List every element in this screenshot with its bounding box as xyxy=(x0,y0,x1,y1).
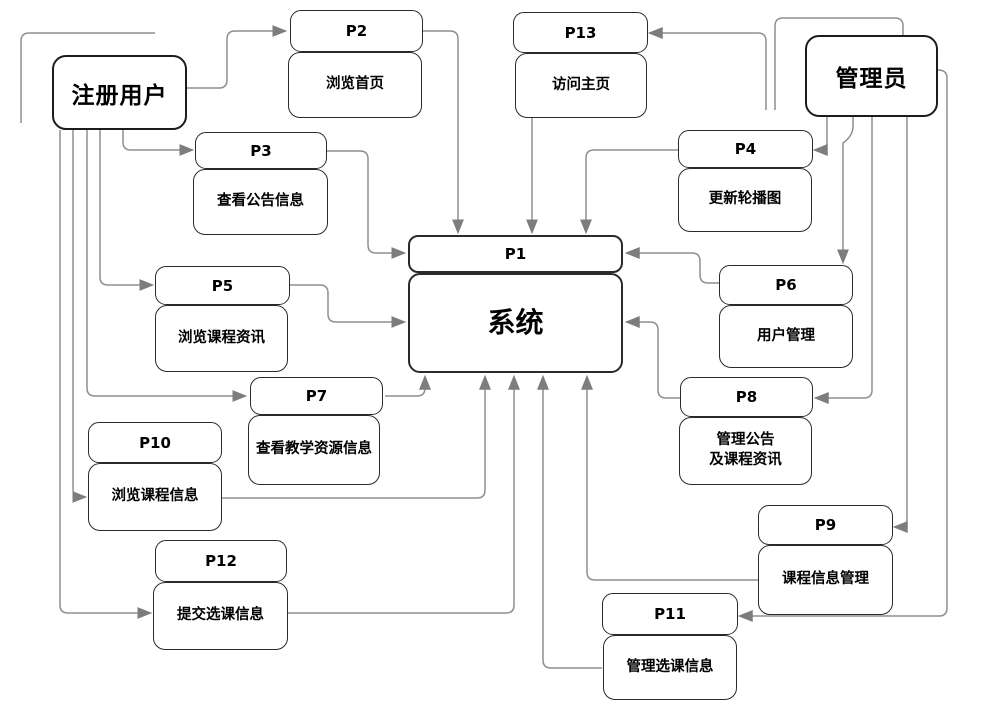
process-p7-id: P7 xyxy=(250,377,383,415)
process-p5-id: P5 xyxy=(155,266,290,305)
edge-user-p7 xyxy=(86,130,248,402)
process-p6-id: P6 xyxy=(719,265,853,305)
process-p4-label: 更新轮播图 xyxy=(678,168,812,232)
edge-p8-p1 xyxy=(624,316,680,399)
edge-user-p3 xyxy=(122,130,195,156)
edge-p7-p1 xyxy=(385,374,431,397)
edge-admin-p8 xyxy=(813,117,873,404)
edge-p12-p1 xyxy=(288,374,520,614)
edge-p10-p1 xyxy=(222,374,491,499)
process-p2-label: 浏览首页 xyxy=(288,52,422,118)
process-p5-label: 浏览课程资讯 xyxy=(155,305,288,372)
edge-p3-p1 xyxy=(327,150,407,259)
process-p3-label: 查看公告信息 xyxy=(193,169,328,235)
process-p11-label: 管理选课信息 xyxy=(603,635,737,700)
process-p1-label: 系统 xyxy=(408,273,623,373)
edge-user-p12 xyxy=(59,130,153,619)
process-p3-id: P3 xyxy=(195,132,327,169)
edge-p11-p1 xyxy=(537,374,602,669)
process-p9-id: P9 xyxy=(758,505,893,545)
process-p13-label: 访问主页 xyxy=(515,53,647,118)
process-p2-id: P2 xyxy=(290,10,423,52)
process-p10-id: P10 xyxy=(88,422,222,463)
edge-admin-top-loop xyxy=(774,17,904,110)
edge-p4-p1 xyxy=(580,149,678,235)
process-p8-label: 管理公告 及课程资讯 xyxy=(679,417,812,485)
edge-topleft-dangle xyxy=(20,32,155,123)
process-p1-id: P1 xyxy=(408,235,623,273)
process-p12-id: P12 xyxy=(155,540,287,582)
process-p13-id: P13 xyxy=(513,12,648,53)
edge-user-p2 xyxy=(187,25,288,89)
process-p12-label: 提交选课信息 xyxy=(153,582,288,650)
edge-admin-p9 xyxy=(892,117,908,533)
process-p4-id: P4 xyxy=(678,130,813,168)
edge-admin-p6 xyxy=(837,117,854,265)
edge-p5-p1 xyxy=(290,284,407,328)
edge-admin-p11 xyxy=(737,69,948,622)
edge-p2-p1 xyxy=(423,30,464,235)
process-p9-label: 课程信息管理 xyxy=(758,545,893,615)
edge-admin-p13 xyxy=(647,27,767,110)
process-p7-label: 查看教学资源信息 xyxy=(248,415,380,485)
process-p10-label: 浏览课程信息 xyxy=(88,463,222,531)
entity-admin: 管理员 xyxy=(805,35,938,117)
process-p11-id: P11 xyxy=(602,593,738,635)
entity-registered-user: 注册用户 xyxy=(52,55,187,130)
edge-admin-p4 xyxy=(812,117,828,156)
edge-p9-p1 xyxy=(581,374,758,581)
process-p8-id: P8 xyxy=(680,377,813,417)
edge-user-p5 xyxy=(99,130,155,291)
process-p6-label: 用户管理 xyxy=(719,305,853,368)
edge-p6-p1 xyxy=(624,247,719,284)
edge-user-p10 xyxy=(72,130,88,503)
